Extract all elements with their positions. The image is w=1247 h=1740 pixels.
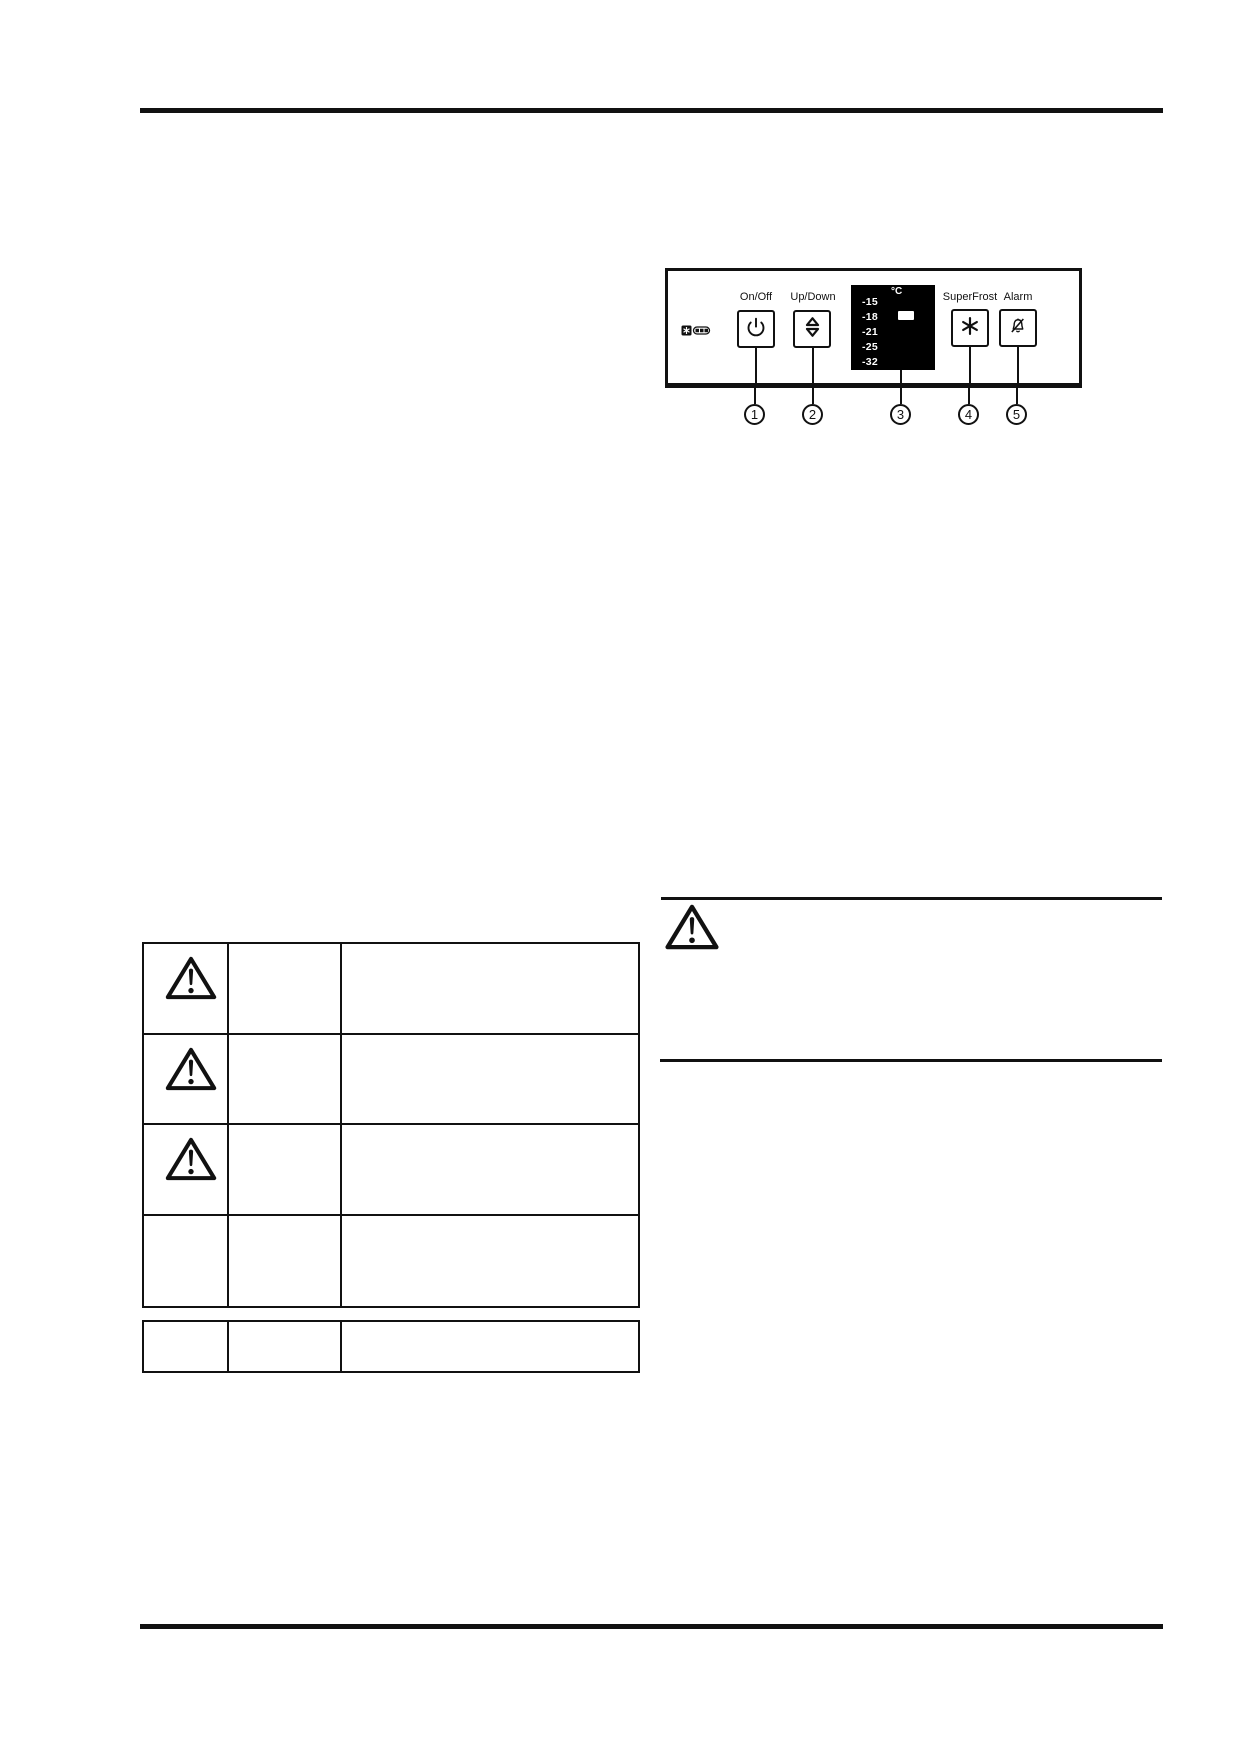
table-row — [144, 1034, 638, 1125]
superfrost-label: SuperFrost — [942, 291, 998, 303]
callout-number: 4 — [964, 407, 973, 422]
symbol-cell — [144, 1125, 229, 1214]
table-row — [144, 944, 638, 1035]
meaning-cell — [342, 1322, 638, 1371]
leader-line — [900, 370, 902, 383]
signal-word-cell — [229, 1322, 342, 1371]
note-table — [142, 1320, 640, 1373]
on-off-button — [737, 310, 775, 348]
callout-number: 2 — [808, 407, 817, 422]
meaning-cell — [342, 944, 638, 1033]
safety-symbols-table — [142, 942, 640, 1308]
leader-line — [755, 348, 757, 383]
frost-battery-icon — [681, 323, 711, 341]
alarm-button — [999, 309, 1037, 347]
power-icon — [746, 317, 766, 342]
superfrost-button — [951, 309, 989, 347]
meaning-cell — [342, 1216, 638, 1307]
signal-word-cell — [229, 1215, 342, 1306]
leader-line — [900, 388, 902, 404]
callout-5: 5 — [1006, 404, 1027, 425]
alarm-label: Alarm — [1003, 291, 1033, 303]
leader-line — [1017, 347, 1019, 383]
meaning-cell — [342, 1035, 638, 1124]
leader-line — [812, 348, 814, 383]
display-indicator — [898, 311, 914, 320]
warning-triangle-icon — [160, 955, 216, 1006]
scale-value: -25 — [862, 340, 879, 353]
scale-value: -21 — [862, 325, 879, 338]
warning-note-bottom-rule — [660, 1059, 1162, 1062]
alarm-off-icon — [1008, 316, 1028, 341]
callout-3: 3 — [890, 404, 911, 425]
warning-note-top-rule — [661, 897, 1162, 900]
leader-line — [969, 347, 971, 383]
control-panel-figure: On/Off Up/Down °C -15 — [665, 268, 1082, 388]
signal-word-cell — [229, 944, 342, 1033]
table-row — [144, 1322, 638, 1371]
up-down-arrows-icon — [803, 316, 822, 343]
warning-triangle-icon — [160, 1136, 216, 1187]
up-down-label: Up/Down — [790, 291, 836, 303]
display-unit: °C — [891, 286, 903, 297]
scale-value: -15 — [862, 296, 879, 308]
leader-line — [1016, 388, 1018, 404]
leader-line — [812, 388, 814, 404]
meaning-cell — [342, 1125, 638, 1214]
callout-number: 3 — [896, 407, 905, 422]
scale-value: -32 — [862, 355, 879, 368]
symbol-cell — [144, 1322, 229, 1371]
table-row — [144, 1125, 638, 1216]
callout-number: 1 — [750, 407, 759, 422]
scale-value: -18 — [862, 310, 879, 323]
callout-2: 2 — [802, 404, 823, 425]
table-row — [144, 1215, 638, 1307]
warning-triangle-icon — [664, 903, 720, 956]
callout-4: 4 — [958, 404, 979, 425]
top-rule — [140, 108, 1163, 113]
up-down-button — [793, 310, 831, 348]
symbol-cell — [144, 944, 229, 1033]
warning-triangle-icon — [160, 1046, 216, 1097]
signal-word-cell — [229, 1034, 342, 1123]
signal-word-cell — [229, 1125, 342, 1214]
leader-line — [754, 388, 756, 404]
callout-number: 5 — [1012, 407, 1021, 422]
temperature-display: °C -15 -18 -21 -25 -32 — [851, 285, 935, 370]
on-off-label: On/Off — [739, 291, 773, 303]
callout-1: 1 — [744, 404, 765, 425]
bottom-rule — [140, 1624, 1163, 1629]
temperature-scale: -15 -18 -21 -25 -32 — [862, 295, 878, 370]
snowflake-asterisk-icon — [960, 316, 980, 341]
symbol-cell — [144, 1034, 229, 1123]
symbol-cell — [144, 1215, 229, 1306]
leader-line — [968, 388, 970, 404]
